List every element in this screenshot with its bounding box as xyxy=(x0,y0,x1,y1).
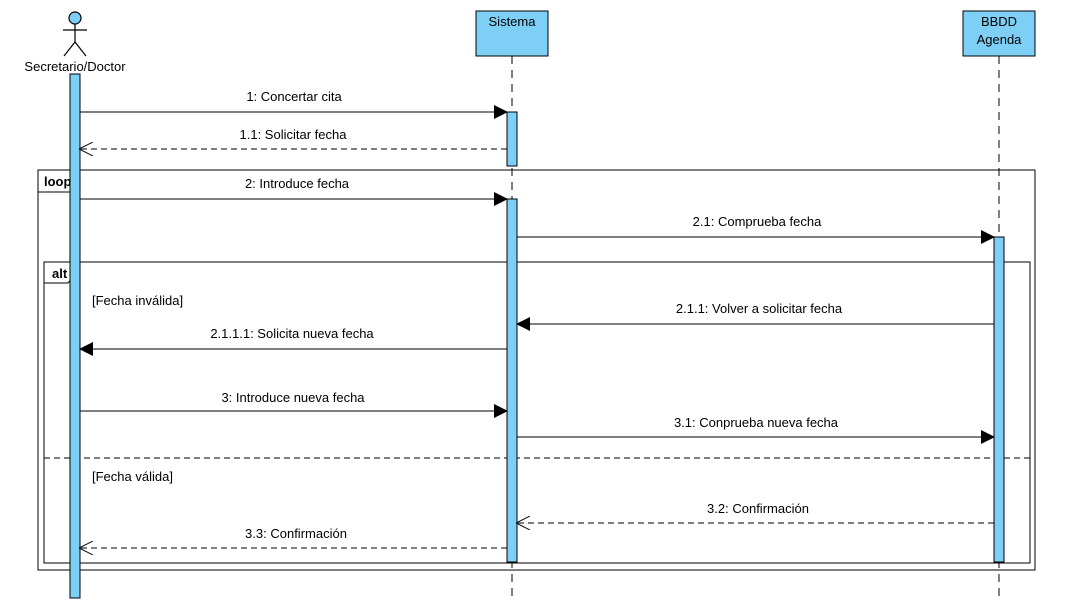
message-label: 2.1.1.1: Solicita nueva fecha xyxy=(210,326,374,341)
message-2-1-1: 2.1.1: Volver a solicitar fecha xyxy=(516,301,994,331)
message-3-1: 3.1: Conprueba nueva fecha xyxy=(517,415,995,444)
message-label: 2.1.1: Volver a solicitar fecha xyxy=(676,301,843,316)
guard-invalid: [Fecha inválida] xyxy=(92,293,183,308)
message-label: 1: Concertar cita xyxy=(246,89,342,104)
message-2: 2: Introduce fecha xyxy=(80,176,508,206)
actor-secretario-doctor[interactable]: Secretario/Doctor xyxy=(24,11,126,74)
loop-tag: loop xyxy=(44,174,71,189)
activation-secretario xyxy=(69,73,81,599)
participant-box xyxy=(475,10,549,57)
participant-label-line2: Agenda xyxy=(977,32,1023,47)
activation-bbdd xyxy=(993,236,1005,563)
alt-frame: alt [Fecha inválida] [Fecha válida] xyxy=(43,261,1031,564)
activation-sistema-1 xyxy=(506,111,518,167)
message-1-1: 1.1: Solicitar fecha xyxy=(80,127,507,149)
actor-label: Secretario/Doctor xyxy=(24,59,126,74)
message-3-2: 3.2: Confirmación xyxy=(517,501,994,523)
participant-sistema[interactable]: Sistema xyxy=(475,10,549,57)
message-1: 1: Concertar cita xyxy=(80,89,508,119)
participant-label-line1: BBDD xyxy=(981,14,1017,29)
message-label: 3.1: Conprueba nueva fecha xyxy=(674,415,839,430)
message-label: 2.1: Comprueba fecha xyxy=(693,214,822,229)
guard-valid: [Fecha válida] xyxy=(92,469,173,484)
message-label: 2: Introduce fecha xyxy=(245,176,350,191)
message-3: 3: Introduce nueva fecha xyxy=(80,390,508,418)
activation-sistema-2 xyxy=(506,198,518,563)
message-label: 3.2: Confirmación xyxy=(707,501,809,516)
alt-tag: alt xyxy=(52,266,68,281)
stick-figure-icon xyxy=(63,11,87,57)
loop-frame: loop xyxy=(37,169,1036,571)
participant-label: Sistema xyxy=(489,14,537,29)
message-label: 3.3: Confirmación xyxy=(245,526,347,541)
message-2-1-1-1: 2.1.1.1: Solicita nueva fecha xyxy=(79,326,507,356)
participant-bbdd-agenda[interactable]: BBDD Agenda xyxy=(962,10,1036,57)
message-label: 3: Introduce nueva fecha xyxy=(221,390,365,405)
participant-box xyxy=(962,10,1036,57)
message-label: 1.1: Solicitar fecha xyxy=(240,127,348,142)
message-3-3: 3.3: Confirmación xyxy=(80,526,507,548)
message-2-1: 2.1: Comprueba fecha xyxy=(517,214,995,244)
